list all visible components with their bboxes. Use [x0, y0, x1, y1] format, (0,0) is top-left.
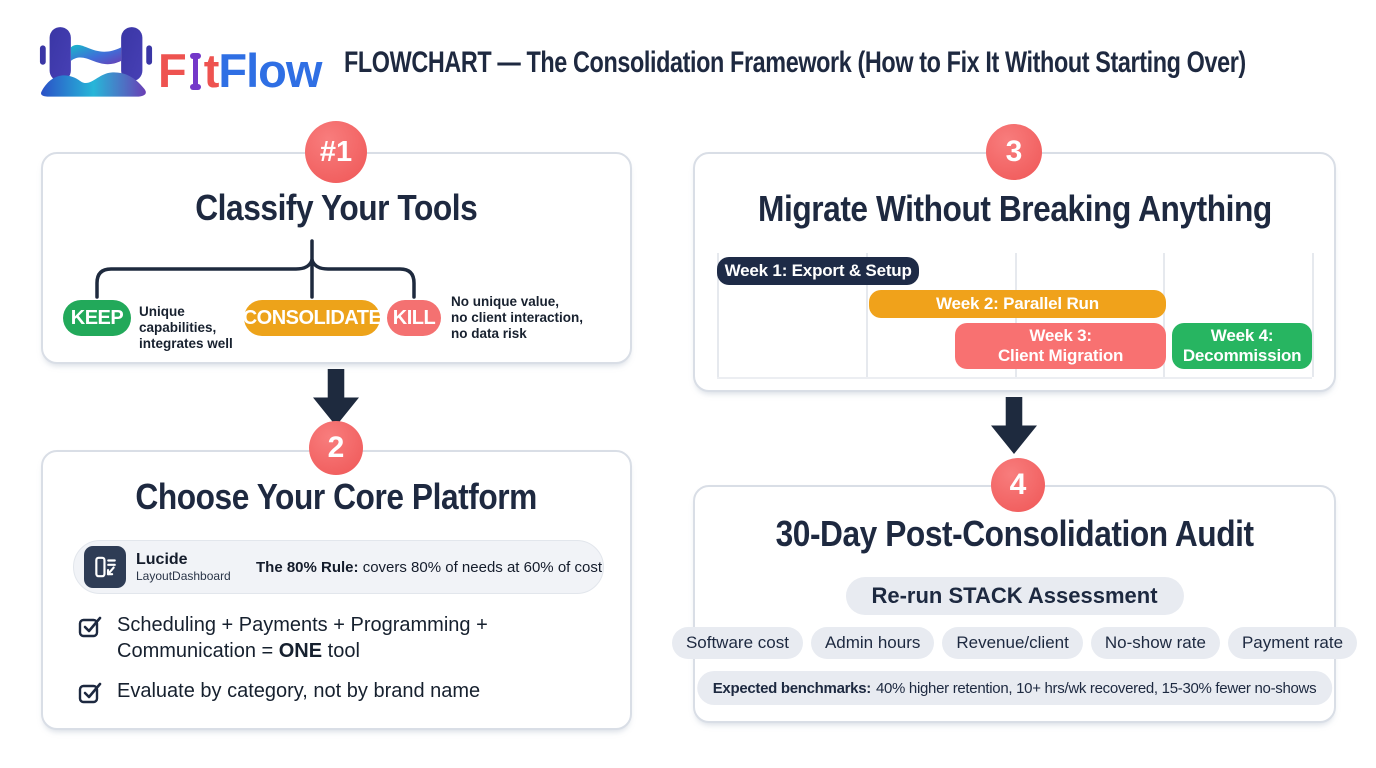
page-title: FLOWCHART — The Consolidation Framework …	[344, 46, 1246, 79]
keep-note-line2: integrates well	[139, 336, 233, 352]
gantt-bar-week4-line2: Decommission	[1182, 346, 1302, 365]
checkbox-checked-icon	[78, 682, 102, 704]
gantt-bar-week4-line1: Week 4:	[1210, 326, 1274, 345]
step4-title: 30-Day Post-Consolidation Audit	[775, 513, 1254, 554]
benchmarks-text: 40% higher retention, 10+ hrs/wk recover…	[875, 679, 1317, 697]
audit-metrics-row: Software cost Admin hours Revenue/client…	[671, 627, 1358, 659]
kill-note-line3: no data risk	[451, 326, 527, 342]
platform-name-block: Lucide LayoutDashboard	[136, 551, 248, 583]
step1-card: Classify Your Tools KEEP Unique capabili…	[41, 152, 632, 364]
expected-benchmarks-pill: Expected benchmarks: 40% higher retentio…	[696, 671, 1333, 705]
eighty-percent-rule-text: The 80% Rule: covers 80% of needs at 60%…	[256, 559, 602, 576]
kill-note: No unique value, no client interaction, …	[451, 294, 591, 343]
step2-title: Choose Your Core Platform	[135, 476, 538, 517]
step3-badge: 3	[986, 124, 1042, 180]
gantt-gridline	[717, 253, 719, 377]
brand-wordmark: F t Flow	[158, 42, 322, 97]
gantt-bar-week1: Week 1: Export & Setup	[717, 257, 920, 285]
flow-arrow-down-icon	[991, 397, 1037, 454]
step4-badge: 4	[991, 458, 1045, 512]
metric-pill-no-show-rate: No-show rate	[1090, 627, 1220, 659]
brand-letter-t: t	[203, 43, 220, 97]
step1-badge: #1	[305, 121, 367, 183]
brand-dumbbell-i-icon	[189, 53, 201, 90]
keep-note-line1: Unique capabilities,	[139, 304, 217, 336]
metric-pill-payment-rate: Payment rate	[1227, 627, 1358, 659]
rerun-stack-assessment-pill: Re-run STACK Assessment	[845, 577, 1184, 615]
gantt-gridline	[1163, 253, 1166, 377]
platform-variant: LayoutDashboard	[136, 568, 231, 583]
step2-card: Choose Your Core Platform Lucide LayoutD…	[41, 450, 632, 730]
gantt-bar-week3-line1: Week 3:	[1029, 326, 1092, 345]
brand-letter-f: F	[158, 43, 187, 97]
rule-body: covers 80% of needs at 60% of cost	[358, 558, 603, 576]
classification-bracket	[95, 239, 416, 299]
kill-pill: KILL	[387, 300, 441, 336]
gantt-gridline	[1312, 253, 1314, 377]
gantt-bar-week4: Week 4: Decommission	[1172, 323, 1312, 369]
step3-card: Migrate Without Breaking Anything Week 1…	[693, 152, 1336, 392]
metric-pill-revenue-client: Revenue/client	[942, 627, 1083, 659]
checklist-item-1: Scheduling + Payments + Programming + Co…	[77, 612, 557, 664]
lucide-layout-dashboard-icon	[84, 546, 126, 588]
step2-badge: 2	[309, 421, 363, 475]
checklist-item-2: Evaluate by category, not by brand name	[77, 678, 557, 705]
step4-card: 30-Day Post-Consolidation Audit Re-run S…	[671, 485, 1358, 723]
checklist-text-2: Evaluate by category, not by brand name	[117, 680, 481, 702]
platform-banner: Lucide LayoutDashboard The 80% Rule: cov…	[73, 540, 604, 594]
consolidate-pill: CONSOLIDATE	[243, 300, 382, 336]
metric-pill-admin-hours: Admin hours	[810, 627, 935, 659]
checklist-text-1: Scheduling + Payments + Programming + Co…	[117, 614, 488, 662]
fitflow-dumbbell-logo-icon	[39, 27, 153, 97]
benchmarks-label: Expected benchmarks:	[712, 679, 872, 697]
migration-gantt-chart: Week 1: Export & Setup Week 2: Parallel …	[717, 253, 1314, 379]
checkbox-checked-icon	[78, 616, 102, 638]
gantt-bar-week3-line2: Client Migration	[997, 346, 1124, 365]
rule-label: The 80% Rule:	[256, 558, 359, 576]
kill-note-line2: no client interaction,	[451, 310, 584, 326]
step1-title: Classify Your Tools	[195, 187, 478, 228]
flow-arrow-down-icon	[313, 369, 359, 426]
metric-pill-software-cost: Software cost	[671, 627, 803, 659]
brand-word-flow: Flow	[218, 43, 322, 97]
gantt-bar-week3: Week 3: Client Migration	[955, 323, 1167, 369]
platform-name: Lucide	[136, 551, 188, 568]
step3-title: Migrate Without Breaking Anything	[757, 188, 1272, 229]
gantt-bar-week2: Week 2: Parallel Run	[868, 290, 1167, 318]
gantt-gridline	[865, 253, 868, 377]
keep-pill: KEEP	[63, 300, 131, 336]
keep-note: Unique capabilities, integrates well	[139, 304, 255, 353]
kill-note-line1: No unique value,	[451, 294, 560, 309]
